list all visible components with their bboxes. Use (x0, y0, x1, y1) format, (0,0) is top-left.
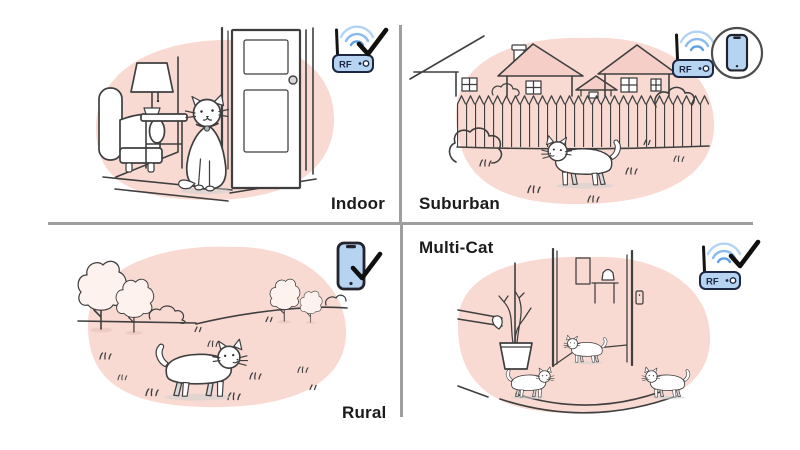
panel-multi-cat (400, 225, 800, 450)
checkmark-icon (359, 30, 386, 54)
house-right (597, 44, 678, 97)
phone-icon (336, 241, 366, 291)
panel-label-indoor: Indoor (331, 194, 386, 213)
panel-indoor (0, 0, 400, 225)
panel-suburban (400, 0, 800, 225)
potted-plant (491, 290, 533, 370)
panel-label-suburban: Suburban (419, 194, 500, 213)
multi-cat-scene-illustration (457, 225, 800, 414)
hall-shelf (591, 268, 619, 304)
vertical-divider-top (399, 25, 402, 223)
suburban-scene-illustration (409, 26, 764, 205)
house-center (497, 43, 584, 97)
house-left-partial (409, 35, 485, 97)
panel-label-multi-cat: Multi-Cat (419, 238, 494, 257)
indoor-scene-illustration (96, 0, 400, 202)
checkmark-icon (731, 242, 758, 266)
picture-frame (575, 257, 591, 285)
hill-lines (77, 294, 348, 325)
panel-rural (0, 225, 400, 450)
horizontal-divider (48, 222, 753, 225)
phone-in-circle-icon (710, 26, 764, 80)
table-lamp (130, 62, 174, 115)
door (220, 26, 314, 190)
rf-router-icon (333, 27, 373, 72)
picket-fence (456, 95, 710, 150)
rf-router-icon (700, 244, 740, 289)
rural-scene-illustration (77, 241, 400, 408)
vertical-divider-bottom (400, 224, 403, 417)
bush-front-left (448, 127, 503, 164)
armchair (98, 87, 166, 173)
panel-label-rural: Rural (342, 403, 387, 422)
light-switch (635, 290, 644, 305)
rf-router-icon (673, 32, 713, 77)
